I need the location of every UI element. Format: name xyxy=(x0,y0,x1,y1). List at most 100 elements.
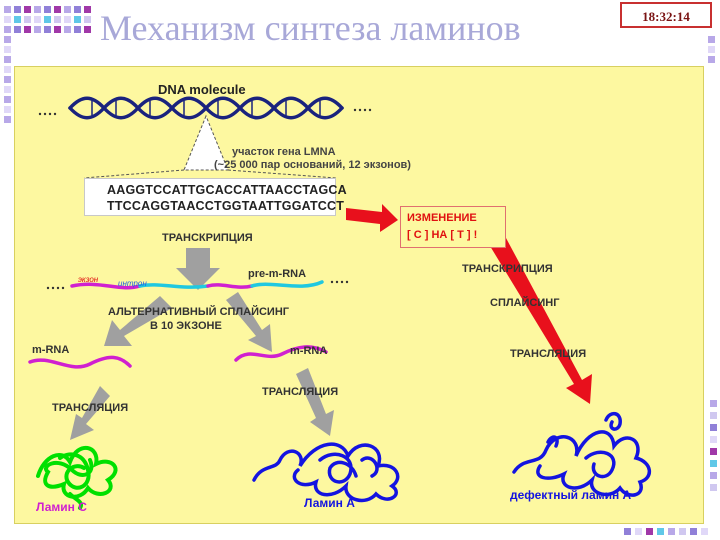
decor-dot xyxy=(4,56,11,63)
decor-dot xyxy=(14,26,21,33)
defective-lamin-label: дефектный ламин А xyxy=(510,488,632,502)
decor-dot xyxy=(34,16,41,23)
decor-dot xyxy=(657,528,664,535)
decor-dot xyxy=(710,400,717,407)
mutation-title: ИЗМЕНЕНИЕ xyxy=(407,212,477,224)
decor-dot xyxy=(74,6,81,13)
arrow-translation-left xyxy=(70,386,110,440)
translation-left-label: ТРАНСЛЯЦИЯ xyxy=(52,402,129,414)
decor-dot xyxy=(710,472,717,479)
decor-dot xyxy=(54,26,61,33)
decor-dot xyxy=(44,26,51,33)
decor-dot xyxy=(34,6,41,13)
decor-dot xyxy=(701,528,708,535)
lamin-c-tangle xyxy=(36,445,118,510)
decor-dot xyxy=(64,26,71,33)
sequence-top: AAGGTCCATTGCACCATTAACCTAGCA xyxy=(107,183,347,197)
decor-dot xyxy=(54,16,61,23)
alt-splicing-label-1: АЛЬТЕРНАТИВНЫЙ СПЛАЙСИНГ xyxy=(108,306,290,318)
splicing-right-label: СПЛАЙСИНГ xyxy=(490,297,560,309)
defective-lamin-tangle xyxy=(512,411,651,497)
exon-label: экзон xyxy=(78,275,99,284)
decor-dot xyxy=(710,460,717,467)
mutation-box: ИЗМЕНЕНИЕ [ C ] НА [ T ] ! xyxy=(400,206,506,248)
decor-dot xyxy=(84,26,91,33)
slide-title: Механизм синтеза ламинов xyxy=(100,8,521,48)
mrna-left-strand xyxy=(28,355,132,369)
decor-dot xyxy=(4,86,11,93)
arrow-translation-middle xyxy=(296,368,334,436)
decor-dot xyxy=(708,46,715,53)
decor-dot xyxy=(4,16,11,23)
alt-splicing-label-2: В 10 ЭКЗОНЕ xyxy=(150,320,222,332)
gray-arrows xyxy=(70,248,334,440)
gene-region-label: участок гена LMNA xyxy=(232,146,336,158)
lamin-a-label: Ламин А xyxy=(304,496,355,510)
pre-mrna-dots xyxy=(46,280,349,290)
translation-middle-label: ТРАНСЛЯЦИЯ xyxy=(262,386,339,398)
decor-dot xyxy=(64,6,71,13)
decor-dot xyxy=(54,6,61,13)
transcription-right-label: ТРАНСКРИПЦИЯ xyxy=(462,263,553,275)
decor-dot xyxy=(84,6,91,13)
decor-dot xyxy=(44,16,51,23)
decor-dot xyxy=(708,36,715,43)
decor-dot xyxy=(4,76,11,83)
arrow-transcription-left xyxy=(176,248,220,290)
decor-dot xyxy=(4,66,11,73)
decor-dot xyxy=(24,6,31,13)
decor-dot xyxy=(4,26,11,33)
decor-dot xyxy=(710,424,717,431)
decor-dot xyxy=(708,56,715,63)
decor-dot xyxy=(668,528,675,535)
mrna-right-label: m-RNA xyxy=(290,345,328,357)
decor-dot xyxy=(4,116,11,123)
decor-dot xyxy=(710,412,717,419)
decor-dot xyxy=(4,106,11,113)
decor-dot xyxy=(14,16,21,23)
decor-dot xyxy=(84,16,91,23)
gene-size-label: (~25 000 пар оснований, 12 экзонов) xyxy=(214,159,411,171)
mrna-right-strand xyxy=(234,345,328,362)
decor-dot xyxy=(710,484,717,491)
decor-dot xyxy=(710,448,717,455)
decor-dot xyxy=(34,26,41,33)
decor-dot xyxy=(710,436,717,443)
transcription-left-label: ТРАНСКРИПЦИЯ xyxy=(162,232,253,244)
red-arrows xyxy=(346,204,592,404)
mrna-left-label: m-RNA xyxy=(32,344,70,356)
dna-helix xyxy=(68,96,344,120)
decor-dot xyxy=(4,36,11,43)
arrow-splicing-left xyxy=(104,296,172,346)
decor-dot xyxy=(635,528,642,535)
zoom-callout xyxy=(183,114,229,171)
decor-dot xyxy=(4,46,11,53)
lamin-a-tangle xyxy=(252,442,400,503)
decor-dot xyxy=(24,16,31,23)
decor-dot xyxy=(690,528,697,535)
dna-dots xyxy=(38,108,372,116)
decor-dot xyxy=(74,16,81,23)
decor-dot xyxy=(4,6,11,13)
decor-dot xyxy=(646,528,653,535)
intron-label: интрон xyxy=(118,279,147,288)
sequence-bottom: TTCCAGGTAACCTGGTAATTGGATCCT xyxy=(107,199,345,213)
mutation-detail: [ C ] НА [ T ] ! xyxy=(407,229,478,241)
arrow-mutation xyxy=(346,204,398,232)
clock-badge: 18:32:14 xyxy=(620,2,712,28)
dna-label: DNA molecule xyxy=(158,82,246,97)
pre-mrna-label: pre-m-RNA xyxy=(248,268,307,280)
decor-dot xyxy=(4,96,11,103)
sequence-box: AAGGTCCATTGCACCATTAACCTAGCA TTCCAGGTAACC… xyxy=(84,178,347,216)
decor-dot xyxy=(24,26,31,33)
decor-dot xyxy=(44,6,51,13)
arrow-splicing-right xyxy=(226,292,272,352)
translation-right-label: ТРАНСЛЯЦИЯ xyxy=(510,348,587,360)
decor-dot xyxy=(679,528,686,535)
decor-dot xyxy=(14,6,21,13)
pre-mrna-strand xyxy=(70,280,324,290)
decor-dot xyxy=(624,528,631,535)
decor-dot xyxy=(64,16,71,23)
decor-dot xyxy=(74,26,81,33)
